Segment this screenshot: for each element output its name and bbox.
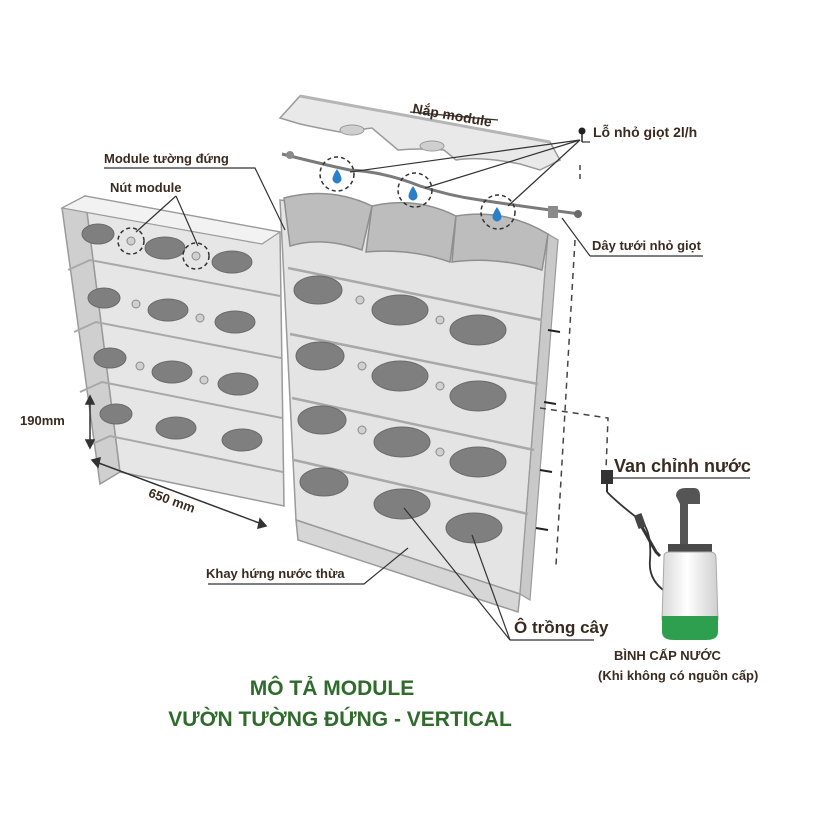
water-drop-icon (332, 169, 342, 184)
drip-hole-label: Lỗ nhỏ giọt 2l/h (593, 124, 697, 140)
drip-holes (319, 156, 516, 230)
supply-hose (606, 491, 667, 593)
overflow-tray-shape (295, 518, 521, 613)
drip-line (281, 151, 582, 218)
valve-icon (601, 470, 613, 492)
module-button-callouts (117, 227, 210, 270)
right-module-side (519, 232, 559, 602)
left-module-pockets (81, 223, 263, 452)
overflow-tray-label: Khay hứng nước thừa (206, 566, 345, 581)
feed-tube (535, 165, 609, 566)
title-line-1: MÔ TẢ MODULE (250, 676, 414, 700)
tank-title-label: BÌNH CẤP NƯỚC (614, 648, 721, 663)
module-button-label: Nút module (110, 180, 182, 195)
wall-module-label: Module tường đứng (104, 151, 229, 166)
planting-pocket-label: Ô trồng cây (514, 618, 609, 637)
drip-hole-pin-icon (578, 127, 586, 142)
left-module-row-lines (67, 258, 284, 473)
drip-line-label: Dây tưới nhỏ giọt (592, 238, 702, 253)
height-dimension-label: 190mm (20, 413, 65, 428)
tank-note-label: (Khi không có nguồn cấp) (598, 668, 758, 683)
left-wall-module (60, 194, 285, 507)
left-module-top (60, 195, 282, 245)
water-drop-icon (492, 207, 502, 222)
water-drop-icon (408, 186, 418, 201)
right-module-buttons (355, 295, 445, 457)
leader-lines (104, 111, 750, 641)
water-tank-icon (633, 488, 719, 640)
height-dimension (84, 394, 96, 450)
title-line-2: VƯỜN TƯỜNG ĐỨNG - VERTICAL (168, 707, 512, 731)
valve-label: Van chỉnh nước (614, 456, 751, 476)
left-module-buttons (126, 236, 209, 385)
right-module-pockets (293, 275, 507, 544)
right-module-top-cavities (283, 192, 549, 271)
right-wall-module (279, 192, 559, 613)
module-lid (278, 94, 562, 171)
width-dimension (90, 456, 268, 530)
